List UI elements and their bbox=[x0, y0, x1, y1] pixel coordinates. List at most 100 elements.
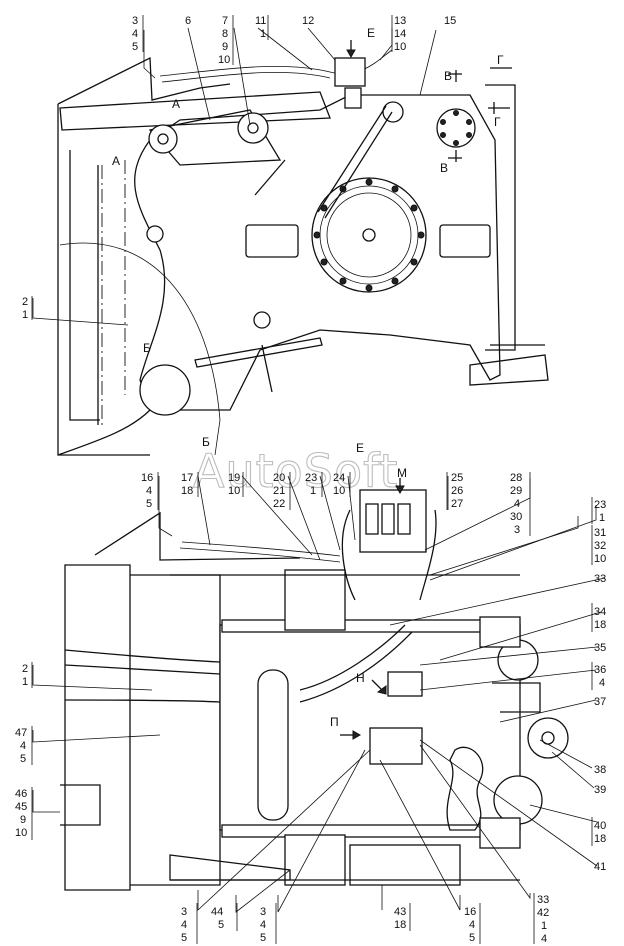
svg-text:6: 6 bbox=[185, 15, 191, 27]
svg-text:4: 4 bbox=[599, 677, 605, 689]
svg-text:15: 15 bbox=[444, 15, 456, 27]
callout-12: 12 bbox=[302, 15, 314, 27]
callout-13-14-10: 13 14 10 bbox=[394, 15, 406, 53]
callout-6: 6 bbox=[185, 15, 191, 27]
svg-text:30: 30 bbox=[510, 511, 522, 523]
leader-lines bbox=[32, 27, 606, 913]
callout-bars-top bbox=[31, 15, 393, 320]
svg-text:39: 39 bbox=[594, 784, 606, 796]
svg-text:31: 31 bbox=[594, 527, 606, 539]
svg-text:10: 10 bbox=[228, 485, 240, 497]
svg-text:1: 1 bbox=[541, 920, 547, 932]
svg-text:22: 22 bbox=[273, 498, 285, 510]
svg-text:5: 5 bbox=[181, 932, 187, 944]
svg-text:34: 34 bbox=[594, 606, 606, 618]
svg-text:4: 4 bbox=[541, 933, 547, 945]
callout-b-40-18: 40 18 bbox=[594, 820, 606, 845]
svg-text:26: 26 bbox=[451, 485, 463, 497]
svg-text:3: 3 bbox=[181, 906, 187, 918]
svg-text:45: 45 bbox=[15, 801, 27, 813]
svg-text:13: 13 bbox=[394, 15, 406, 27]
svg-text:17: 17 bbox=[181, 472, 193, 484]
view-mark-m: М bbox=[397, 466, 407, 480]
svg-text:4: 4 bbox=[20, 740, 26, 752]
bottom-view bbox=[60, 489, 569, 891]
svg-text:18: 18 bbox=[181, 485, 193, 497]
view-mark-a-left: А bbox=[112, 154, 120, 168]
view-mark-v-bottom: В bbox=[440, 161, 448, 175]
svg-text:1: 1 bbox=[22, 309, 28, 321]
svg-text:9: 9 bbox=[222, 41, 228, 53]
svg-text:4: 4 bbox=[146, 485, 152, 497]
callout-b-25-26-27: 25 26 27 bbox=[451, 472, 463, 510]
svg-text:11: 11 bbox=[255, 15, 266, 27]
svg-text:18: 18 bbox=[394, 919, 406, 931]
callout-b-33-42-1-4: 33 42 1 4 bbox=[537, 894, 549, 945]
callout-11-1: 11 1 bbox=[255, 15, 266, 40]
svg-text:5: 5 bbox=[260, 932, 266, 944]
svg-text:20: 20 bbox=[273, 472, 285, 484]
svg-text:12: 12 bbox=[302, 15, 314, 27]
callout-b-36-4: 36 4 bbox=[594, 664, 606, 689]
svg-text:3: 3 bbox=[132, 15, 138, 27]
svg-text:33: 33 bbox=[537, 894, 549, 906]
svg-text:19: 19 bbox=[228, 472, 240, 484]
svg-text:1: 1 bbox=[599, 512, 605, 524]
svg-text:16: 16 bbox=[141, 472, 153, 484]
svg-text:8: 8 bbox=[222, 28, 228, 40]
svg-text:10: 10 bbox=[218, 54, 230, 66]
callout-b-16-4-5-b: 16 4 5 bbox=[464, 906, 476, 944]
svg-text:27: 27 bbox=[451, 498, 463, 510]
callout-b-3-4-5-a: 3 4 5 bbox=[181, 906, 187, 944]
callouts-top: 3 4 5 6 7 8 9 10 11 1 12 13 14 10 15 2 1 bbox=[22, 15, 456, 321]
callout-b-31-32-10: 31 32 10 bbox=[594, 527, 606, 565]
view-mark-e-bottom: Е bbox=[356, 441, 364, 455]
svg-text:4: 4 bbox=[469, 919, 475, 931]
callout-7-8-9-10: 7 8 9 10 bbox=[218, 15, 230, 66]
svg-text:3: 3 bbox=[260, 906, 266, 918]
svg-text:1: 1 bbox=[22, 676, 28, 688]
view-mark-b-upper: Б bbox=[143, 341, 151, 355]
svg-text:18: 18 bbox=[594, 833, 606, 845]
svg-text:43: 43 bbox=[394, 906, 406, 918]
svg-text:46: 46 bbox=[15, 788, 27, 800]
svg-text:10: 10 bbox=[333, 485, 345, 497]
svg-text:16: 16 bbox=[464, 906, 476, 918]
svg-text:5: 5 bbox=[146, 498, 152, 510]
svg-text:9: 9 bbox=[20, 814, 26, 826]
callout-b-24-10: 24 10 bbox=[333, 472, 345, 497]
callout-b-20-21-22: 20 21 22 bbox=[273, 472, 285, 510]
callout-b-43-18: 43 18 bbox=[394, 906, 406, 931]
svg-text:14: 14 bbox=[394, 28, 406, 40]
svg-text:4: 4 bbox=[260, 919, 266, 931]
svg-text:2: 2 bbox=[22, 663, 28, 675]
callout-b-46-45-9-10: 46 45 9 10 bbox=[15, 788, 27, 839]
callout-b-28-29-4-30-3: 28 29 4 30 3 bbox=[510, 472, 522, 536]
svg-text:36: 36 bbox=[594, 664, 606, 676]
view-mark-v-top: В bbox=[444, 69, 452, 83]
callout-b-44-5: 44 5 bbox=[211, 906, 224, 931]
svg-text:23: 23 bbox=[594, 499, 606, 511]
view-mark-p: П bbox=[330, 715, 339, 729]
callout-b-33: 33 bbox=[594, 573, 606, 585]
svg-text:28: 28 bbox=[510, 472, 522, 484]
svg-text:5: 5 bbox=[20, 753, 26, 765]
view-mark-b-lower: Б bbox=[202, 435, 210, 449]
svg-text:47: 47 bbox=[15, 727, 27, 739]
callout-b-r-23-1: 23 1 bbox=[594, 499, 606, 524]
svg-text:35: 35 bbox=[594, 642, 606, 654]
callout-2-1-top: 2 1 bbox=[22, 296, 28, 321]
callout-b-38: 38 bbox=[594, 764, 606, 776]
svg-text:41: 41 bbox=[594, 861, 606, 873]
top-view bbox=[57, 49, 549, 456]
callout-b-37: 37 bbox=[594, 696, 606, 708]
callout-b-41: 41 bbox=[594, 861, 606, 873]
svg-text:10: 10 bbox=[15, 827, 27, 839]
svg-text:4: 4 bbox=[132, 28, 138, 40]
view-mark-g-top: Г bbox=[497, 53, 504, 67]
svg-text:5: 5 bbox=[218, 919, 224, 931]
view-mark-e-top: Е bbox=[367, 26, 375, 40]
svg-text:25: 25 bbox=[451, 472, 463, 484]
svg-text:5: 5 bbox=[469, 932, 475, 944]
